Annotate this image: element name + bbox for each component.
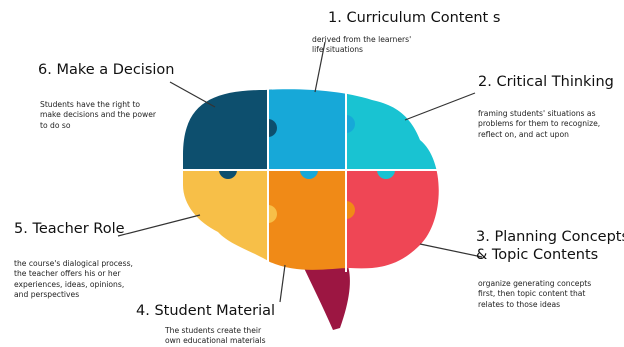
puzzle-piece-top-center — [268, 89, 348, 170]
description-line: organize generating concepts — [478, 279, 592, 288]
puzzle-piece-top-left — [183, 89, 272, 170]
description-line: Students have the right to — [40, 100, 141, 109]
puzzle-piece-bottom-left — [183, 170, 272, 270]
item-6-description: Students have the right to make decision… — [40, 100, 156, 131]
description-line: life situations — [312, 45, 363, 55]
puzzle-piece-bottom-right — [346, 170, 439, 270]
description-line: the teacher offers his or her — [14, 269, 121, 279]
item-6-title: 6. Make a Decision — [38, 62, 175, 78]
description-line: own educational materials — [165, 336, 266, 346]
connector-line-1 — [314, 41, 326, 93]
description-line: make decisions and the power — [40, 110, 156, 120]
description-line: relates to those ideas — [478, 299, 561, 309]
description-line: The students create their — [165, 326, 262, 335]
puzzle-piece-top-right — [346, 89, 439, 170]
connector-line-2 — [404, 92, 476, 121]
description-line: problems for them to recognize, — [478, 119, 601, 129]
description-line: framing students' situations as — [478, 109, 596, 118]
title-line: 3. Planning Concepts — [476, 229, 624, 245]
connector-line-5 — [117, 214, 201, 237]
puzzle-piece-bottom-center — [268, 170, 348, 270]
description-line: first, then topic content that — [478, 289, 586, 299]
description-line: experiences, ideas, opinions, — [14, 279, 125, 289]
item-1-description: derived from the learners' life situatio… — [312, 35, 411, 56]
item-2-description: framing students' situations as problems… — [478, 109, 600, 140]
connector-line-3 — [419, 243, 483, 258]
item-3-description: organize generating concepts first, then… — [478, 279, 591, 310]
item-3-title: 3. Planning Concepts & Topic Contents — [476, 228, 624, 264]
connector-line-6 — [169, 81, 216, 108]
description-line: derived from the learners' — [312, 35, 412, 44]
item-5-description: the course's dialogical process, the tea… — [14, 259, 133, 301]
description-line: to do so — [40, 120, 71, 130]
description-line: reflect on, and act upon — [478, 129, 569, 139]
title-line: & Topic Contents — [476, 247, 599, 263]
brain-stem — [303, 266, 350, 330]
connector-line-4 — [279, 264, 286, 303]
item-5-title: 5. Teacher Role — [14, 221, 125, 237]
description-line: and perspectives — [14, 290, 80, 300]
item-4-description: The students create their own educationa… — [165, 326, 266, 347]
item-4-title: 4. Student Material — [136, 303, 276, 319]
description-line: the course's dialogical process, — [14, 259, 133, 268]
item-1-title: 1. Curriculum Content s — [328, 10, 501, 26]
item-2-title: 2. Critical Thinking — [478, 74, 614, 90]
